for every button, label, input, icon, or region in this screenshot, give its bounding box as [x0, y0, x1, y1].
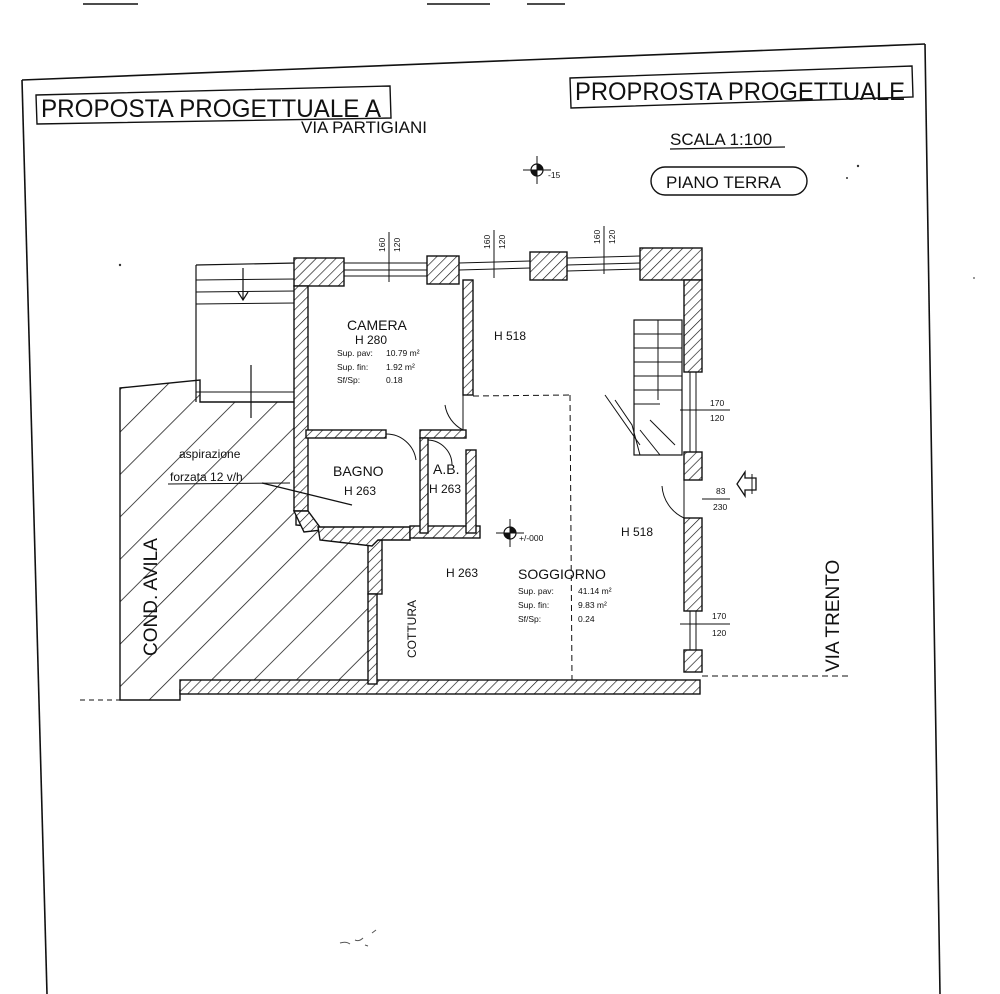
room-bagno: BAGNO H 263	[333, 463, 384, 498]
dim-right-window-1: 170 120	[680, 398, 730, 423]
svg-text:Sup. pav:: Sup. pav:	[518, 586, 554, 596]
vent-annotation: aspirazione forzata 12 v/h	[170, 447, 243, 484]
svg-text:forzata 12 v/h: forzata 12 v/h	[170, 470, 243, 484]
svg-text:SOGGIORNO: SOGGIORNO	[518, 566, 606, 582]
title-block-left: PROPOSTA PROGETTUALE A	[35, 85, 392, 125]
dim-entrance: 83 230	[702, 486, 730, 512]
svg-text:Sup. fin:: Sup. fin:	[337, 362, 368, 372]
street-left-label: COND. AVILA	[141, 538, 162, 656]
dim-top-window-1: 160 120	[377, 232, 402, 282]
double-height-label-2: H 518	[621, 525, 653, 539]
svg-text:120: 120	[607, 230, 617, 244]
svg-text:Sup. fin:: Sup. fin:	[518, 600, 549, 610]
floor-label-group: PIANO TERRA	[650, 166, 808, 196]
room-cottura-label: COTTURA	[405, 600, 419, 658]
svg-text:160: 160	[592, 230, 602, 244]
svg-text:160: 160	[482, 235, 492, 249]
svg-text:9.83 m²: 9.83 m²	[578, 600, 607, 610]
svg-text:170: 170	[710, 398, 724, 408]
svg-text:Sf/Sp:: Sf/Sp:	[518, 614, 541, 624]
staircase	[604, 319, 683, 456]
svg-text:Sf/Sp:: Sf/Sp:	[337, 375, 360, 385]
svg-text:41.14 m²: 41.14 m²	[578, 586, 612, 596]
svg-text:H 263: H 263	[344, 484, 376, 498]
svg-text:10.79 m²: 10.79 m²	[386, 348, 420, 358]
level-top-label: -15	[548, 170, 561, 180]
scan-specks	[118, 164, 975, 947]
scale-label: SCALA 1:100	[670, 130, 772, 149]
level-marker-top: -15	[523, 156, 561, 184]
svg-text:120: 120	[497, 235, 507, 249]
double-height-label-1: H 518	[494, 329, 526, 343]
title-left: PROPOSTA PROGETTUALE A	[41, 95, 381, 123]
sheet-frame	[21, 3, 941, 994]
title-block-right: PROPROSTA PROGETTUALE	[569, 65, 914, 109]
level-marker-center: +/-000	[496, 519, 544, 547]
svg-text:H 263: H 263	[446, 566, 478, 580]
scale-label-group: SCALA 1:100	[669, 130, 786, 150]
svg-text:H 280: H 280	[355, 333, 387, 347]
street-right-label: VIA TRENTO	[823, 560, 844, 672]
floor-label: PIANO TERRA	[666, 173, 782, 192]
street-top-label: VIA PARTIGIANI	[301, 118, 427, 137]
svg-text:1.92 m²: 1.92 m²	[386, 362, 415, 372]
room-soggiorno: H 263 SOGGIORNO Sup. pav: 41.14 m² Sup. …	[446, 566, 612, 624]
svg-text:83: 83	[716, 486, 726, 496]
svg-text:120: 120	[710, 413, 724, 423]
svg-text:120: 120	[392, 238, 402, 252]
dim-right-window-2: 170 120	[680, 611, 730, 638]
walls	[179, 247, 703, 695]
svg-text:BAGNO: BAGNO	[333, 463, 384, 479]
svg-text:120: 120	[712, 628, 726, 638]
dim-top-window-3: 160 120	[592, 226, 617, 274]
entrance-arrow	[736, 469, 757, 499]
neighbour-area	[80, 262, 377, 701]
room-camera: CAMERA H 280 Sup. pav: 10.79 m² Sup. fin…	[337, 317, 420, 385]
svg-text:Sup. pav:: Sup. pav:	[337, 348, 373, 358]
room-ab: A.B. H 263	[429, 461, 461, 496]
title-right: PROPROSTA PROGETTUALE	[575, 78, 905, 106]
svg-text:A.B.: A.B.	[433, 461, 459, 477]
vent-leader	[261, 482, 353, 506]
svg-text:H 263: H 263	[429, 482, 461, 496]
svg-text:160: 160	[377, 238, 387, 252]
windows-top	[344, 255, 641, 277]
svg-text:0.24: 0.24	[578, 614, 595, 624]
windows-right	[661, 372, 697, 650]
dim-top-window-2: 160 120	[482, 230, 507, 278]
doors	[385, 394, 573, 681]
level-center-label: +/-000	[519, 533, 544, 543]
svg-text:170: 170	[712, 611, 726, 621]
svg-text:CAMERA: CAMERA	[347, 317, 408, 333]
svg-text:230: 230	[713, 502, 727, 512]
svg-text:aspirazione: aspirazione	[179, 447, 241, 461]
svg-text:0.18: 0.18	[386, 375, 403, 385]
